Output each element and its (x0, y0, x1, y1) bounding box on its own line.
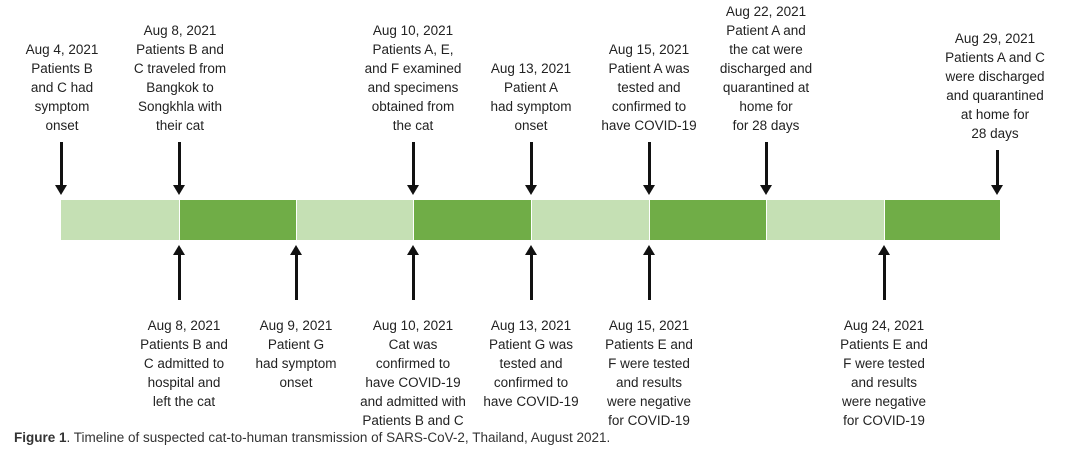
up-arrow-icon (289, 245, 302, 300)
up-arrow-icon (877, 245, 890, 300)
down-arrow-icon (642, 142, 655, 195)
event-label-bottom: Aug 10, 2021 Cat was confirmed to have C… (360, 318, 466, 428)
down-arrow-icon (524, 142, 537, 195)
event-label-top: Aug 10, 2021 Patients A, E, and F examin… (364, 23, 462, 133)
figure-caption: Figure 1. Timeline of suspected cat-to-h… (14, 430, 610, 445)
up-arrow-icon (172, 245, 185, 300)
caption-label: Figure 1 (14, 430, 67, 445)
event-label-bottom: Aug 24, 2021 Patients E and F were teste… (840, 318, 928, 428)
down-arrow-icon (759, 142, 772, 195)
timeline-segment-dark (650, 200, 766, 240)
down-arrow-icon (54, 142, 67, 195)
timeline-segment-dark (885, 200, 1000, 240)
timeline-segment-light (532, 200, 649, 240)
up-arrow-icon (642, 245, 655, 300)
down-arrow-icon (172, 142, 185, 195)
event-label-top: Aug 29, 2021 Patients A and C were disch… (945, 31, 1045, 141)
event-label-top: Aug 4, 2021 Patients B and C had symptom… (25, 42, 99, 133)
down-arrow-icon (990, 150, 1003, 195)
event-label-top: Aug 8, 2021 Patients B and C traveled fr… (133, 23, 227, 133)
event-label-bottom: Aug 15, 2021 Patients E and F were teste… (605, 318, 693, 428)
timeline-segment-dark (180, 200, 296, 240)
timeline-segment-dark (414, 200, 531, 240)
timeline-segment-light (767, 200, 884, 240)
event-label-top: Aug 13, 2021 Patient A had symptom onset (490, 61, 572, 133)
up-arrow-icon (524, 245, 537, 300)
up-arrow-icon (406, 245, 419, 300)
event-label-bottom: Aug 9, 2021 Patient G had symptom onset (255, 318, 337, 390)
caption-text: . Timeline of suspected cat-to-human tra… (66, 430, 611, 445)
event-label-top: Aug 15, 2021 Patient A was tested and co… (601, 42, 697, 133)
event-label-bottom: Aug 8, 2021 Patients B and C admitted to… (140, 318, 228, 409)
timeline-segment-light (297, 200, 413, 240)
down-arrow-icon (406, 142, 419, 195)
event-label-bottom: Aug 13, 2021 Patient G was tested and co… (483, 318, 579, 409)
timeline-segment-light (61, 200, 179, 240)
event-label-top: Aug 22, 2021 Patient A and the cat were … (719, 4, 813, 133)
